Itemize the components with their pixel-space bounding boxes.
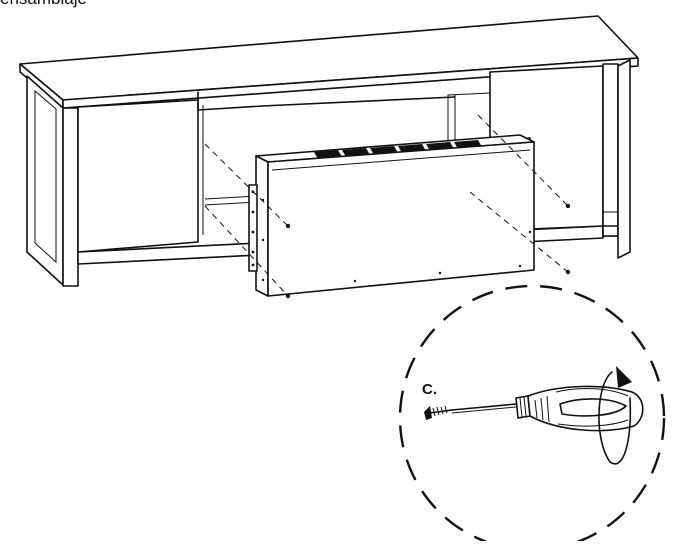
rotation-arrowhead <box>616 366 632 388</box>
right-leg-foot <box>602 225 619 237</box>
alignment-lines <box>204 114 571 299</box>
screwdriver-shaft <box>451 403 517 411</box>
front-right-leg <box>602 63 619 237</box>
mounting-bracket <box>248 184 258 272</box>
fireplace-insert <box>248 134 535 297</box>
left-cabinet-door <box>77 99 199 253</box>
callout-circle <box>398 284 666 546</box>
center-bay-top-back <box>261 96 456 107</box>
screw-icon <box>424 405 453 420</box>
left-side-panel <box>34 89 57 264</box>
front-screw-dots <box>353 230 532 283</box>
screwdriver-icon <box>451 385 644 432</box>
center-bay-top <box>197 91 263 111</box>
back-right-leg <box>617 59 631 259</box>
rotation-arrow-icon <box>598 366 632 465</box>
left-cabinet-side <box>26 75 64 286</box>
detail-callout: C. <box>398 284 666 546</box>
right-bay-back <box>447 92 491 143</box>
insert-front <box>267 141 535 297</box>
rotation-path <box>598 371 632 465</box>
tabletop-edge-front <box>62 57 639 109</box>
step-label: C. <box>422 381 437 398</box>
bracket-holes <box>251 190 265 282</box>
tv-stand <box>19 15 639 287</box>
handle-grip-band <box>559 398 627 417</box>
front-left-leg <box>62 107 79 287</box>
insert-front-trim <box>271 149 531 171</box>
page-title: ensamblaje <box>0 0 87 9</box>
